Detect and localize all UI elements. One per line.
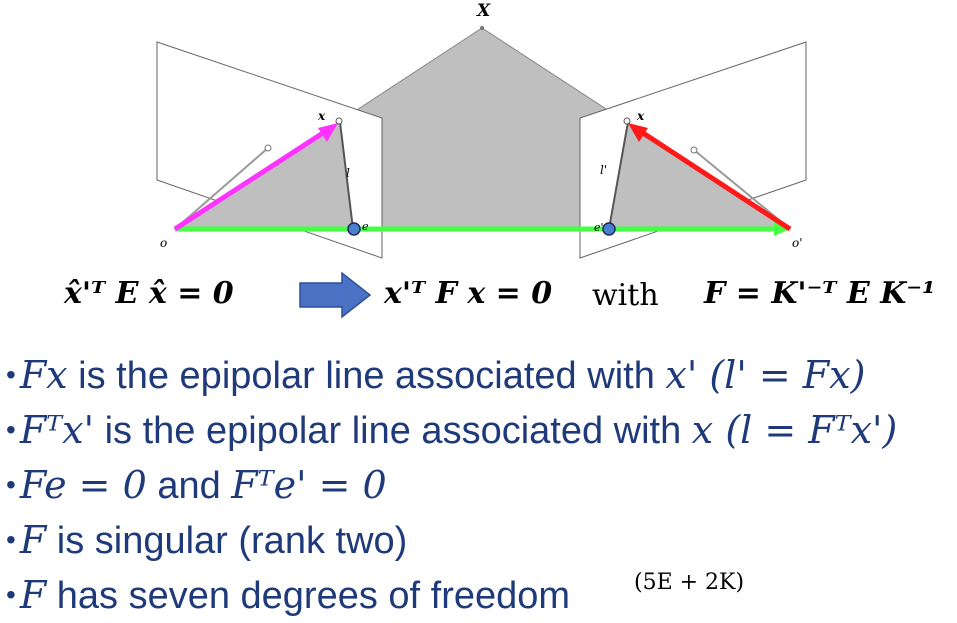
right-point-x	[623, 117, 631, 125]
list-item: •F is singular (rank two)	[6, 513, 897, 568]
epipolar-diagram: X x x l l' e e' o o'	[156, 1, 807, 319]
list-item: •Fe = 0 and Fᵀe' = 0	[6, 458, 897, 513]
label-o: o	[160, 236, 167, 250]
dof-note: (5E + 2K)	[634, 570, 745, 595]
bullet-text: and	[146, 465, 232, 507]
label-l-prime: l'	[600, 163, 607, 177]
math-term: F	[19, 573, 47, 617]
magenta-arrow	[173, 128, 328, 232]
property-list: •Fx is the epipolar line associated with…	[6, 348, 897, 623]
label-o-prime: o'	[792, 236, 803, 250]
bullet-icon: •	[6, 469, 16, 500]
epipolar-line-l-prime	[608, 121, 629, 230]
label-e-prime: e'	[594, 221, 604, 234]
left-ray-end	[264, 144, 272, 152]
left-point-x	[335, 117, 343, 125]
bullet-text: is the epipolar line associated with	[94, 410, 692, 452]
with-word: with	[592, 278, 659, 313]
math-term: F	[19, 518, 47, 562]
bullet-icon: •	[6, 579, 16, 610]
implies-arrow	[299, 271, 372, 319]
math-term: Fe = 0	[19, 463, 147, 507]
list-item: •Fᵀx' is the epipolar line associated wi…	[6, 403, 897, 458]
fundamental-equation: x'ᵀ F x = 0	[384, 276, 553, 311]
math-term: (l = Fᵀx')	[713, 408, 898, 452]
bullet-text: is the epipolar line associated with	[67, 355, 666, 397]
epipolar-line-l	[339, 121, 354, 230]
math-term: Fᵀe' = 0	[231, 463, 387, 507]
fundamental-definition: F = K'⁻ᵀ E K⁻¹	[704, 276, 936, 311]
label-x-left: x	[317, 109, 326, 123]
bullet-icon: •	[6, 414, 16, 445]
right-ray-end	[690, 146, 698, 154]
label-l: l	[346, 166, 350, 180]
world-point-X	[480, 26, 484, 30]
bullet-text: is singular (rank two)	[46, 520, 408, 562]
math-term: Fx	[19, 353, 68, 397]
math-term: (l' = Fx)	[697, 353, 866, 397]
red-arrow	[638, 128, 792, 232]
epipole-e-prime	[602, 222, 616, 236]
label-x-right: x	[636, 109, 645, 123]
left-ray-thin	[174, 147, 269, 230]
bullet-icon: •	[6, 524, 16, 555]
list-item: •F has seven degrees of freedom	[6, 568, 897, 623]
list-item: •Fx is the epipolar line associated with…	[6, 348, 897, 403]
bullet-text: has seven degrees of freedom	[46, 575, 571, 617]
math-term: x	[691, 408, 714, 452]
baseline-arrowhead	[774, 222, 790, 236]
label-e: e	[362, 220, 369, 233]
red-arrowhead	[628, 123, 648, 142]
magenta-arrowhead	[318, 123, 338, 142]
label-X: X	[476, 1, 491, 21]
math-term: Fᵀx'	[19, 408, 95, 452]
essential-equation: x̂'ᵀ E x̂ = 0	[64, 276, 234, 311]
math-term: x'	[665, 353, 698, 397]
bullet-icon: •	[6, 359, 16, 390]
epipole-e	[347, 222, 361, 236]
